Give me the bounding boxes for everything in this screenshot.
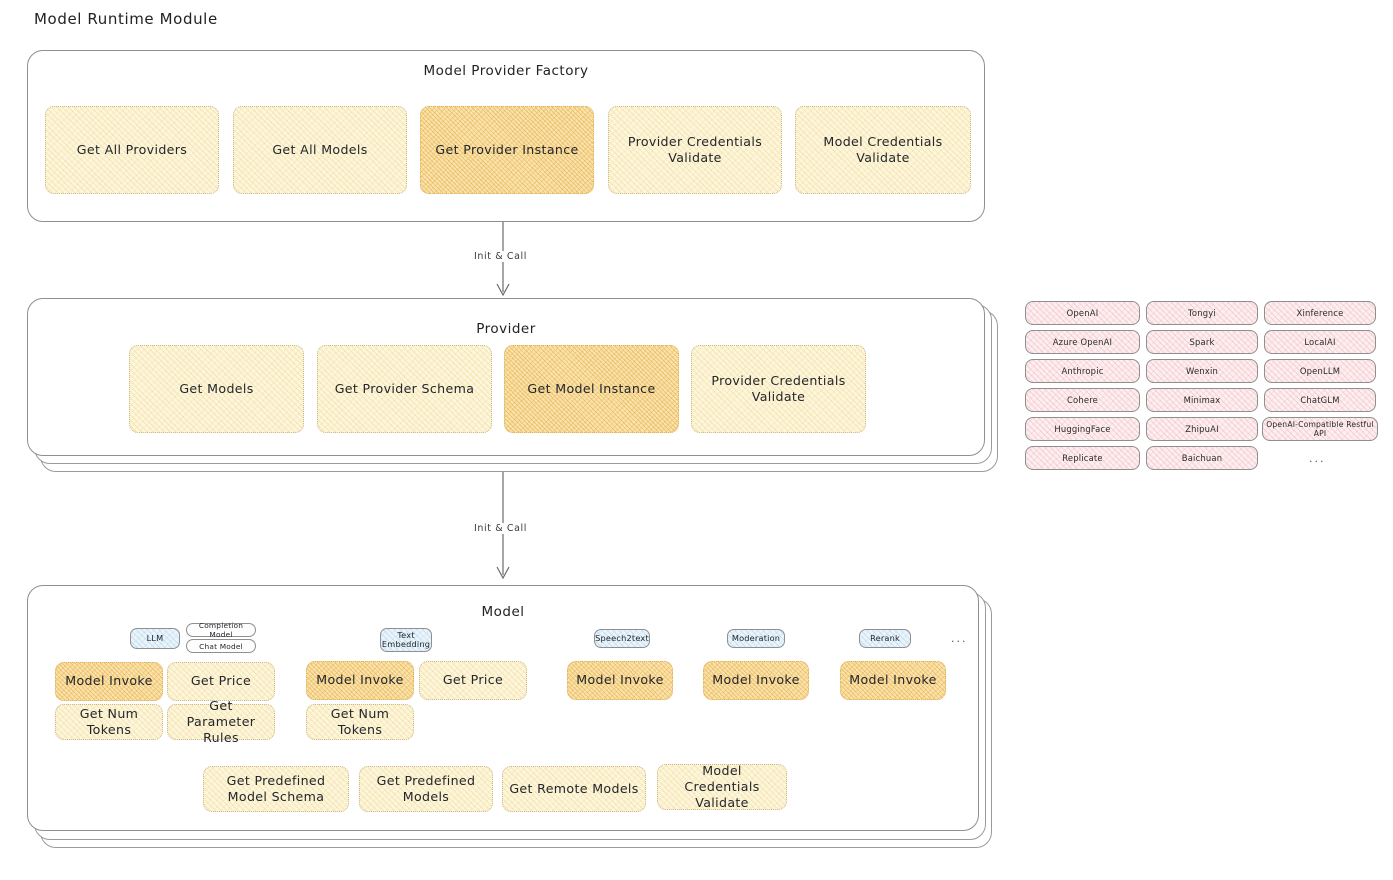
provider-chip-zhipuai[interactable]: ZhipuAI: [1146, 417, 1258, 441]
node-model-invoke-rerank[interactable]: Model Invoke: [840, 661, 946, 700]
provider-chip-openai[interactable]: OpenAI: [1025, 301, 1140, 325]
provider-chip-openai-compatible-restful-api[interactable]: OpenAI-Compatible Restful API: [1262, 417, 1378, 441]
node-model-credentials-validate-factory[interactable]: Model Credentials Validate: [795, 106, 971, 194]
model-type-chip-moderation[interactable]: Moderation: [727, 629, 785, 648]
provider-chip-more: ...: [1309, 452, 1326, 465]
panel-model: Model: [27, 585, 979, 831]
node-provider-credentials-validate-factory[interactable]: Provider Credentials Validate: [608, 106, 782, 194]
provider-chip-xinference[interactable]: Xinference: [1264, 301, 1376, 325]
provider-chip-tongyi[interactable]: Tongyi: [1146, 301, 1258, 325]
panel-title-provider: Provider: [476, 321, 536, 337]
model-type-chip-llm[interactable]: LLM: [130, 628, 180, 649]
provider-chip-replicate[interactable]: Replicate: [1025, 446, 1140, 470]
provider-chip-spark[interactable]: Spark: [1146, 330, 1258, 354]
panel-title-model: Model: [481, 604, 525, 620]
provider-chip-cohere[interactable]: Cohere: [1025, 388, 1140, 412]
node-model-invoke-llm[interactable]: Model Invoke: [55, 662, 163, 701]
provider-chip-huggingface[interactable]: HuggingFace: [1025, 417, 1140, 441]
node-model-credentials-validate-model[interactable]: Model Credentials Validate: [657, 763, 787, 810]
node-model-invoke-moderation[interactable]: Model Invoke: [703, 661, 809, 700]
model-type-chip-text-embedding[interactable]: Text Embedding: [380, 628, 432, 652]
node-get-num-tokens-llm[interactable]: Get Num Tokens: [55, 704, 163, 740]
provider-chip-wenxin[interactable]: Wenxin: [1146, 359, 1258, 383]
node-get-provider-instance[interactable]: Get Provider Instance: [420, 106, 594, 194]
model-type-chip-more: ...: [951, 632, 968, 645]
node-get-provider-schema[interactable]: Get Provider Schema: [317, 345, 492, 433]
provider-chip-openllm[interactable]: OpenLLM: [1264, 359, 1376, 383]
node-get-model-instance[interactable]: Get Model Instance: [504, 345, 679, 433]
node-get-remote-models[interactable]: Get Remote Models: [502, 766, 646, 812]
node-get-models[interactable]: Get Models: [129, 345, 304, 433]
arrow-label-init-call-1: Init & Call: [470, 251, 531, 262]
provider-chip-minimax[interactable]: Minimax: [1146, 388, 1258, 412]
node-model-invoke-speech2text[interactable]: Model Invoke: [567, 661, 673, 700]
model-type-chip-rerank[interactable]: Rerank: [859, 629, 911, 648]
node-get-all-models[interactable]: Get All Models: [233, 106, 407, 194]
node-get-price-text-embedding[interactable]: Get Price: [419, 661, 527, 700]
arrow-label-init-call-2: Init & Call: [470, 523, 531, 534]
provider-chip-baichuan[interactable]: Baichuan: [1146, 446, 1258, 470]
node-get-parameter-rules-llm[interactable]: Get Parameter Rules: [167, 698, 275, 745]
provider-chip-azure-openai[interactable]: Azure OpenAI: [1025, 330, 1140, 354]
panel-title-factory: Model Provider Factory: [423, 63, 589, 79]
provider-chip-localai[interactable]: LocalAI: [1264, 330, 1376, 354]
node-get-all-providers[interactable]: Get All Providers: [45, 106, 219, 194]
model-type-sub-chat-model[interactable]: Chat Model: [186, 639, 256, 653]
node-get-predefined-model-schema[interactable]: Get Predefined Model Schema: [203, 766, 349, 812]
node-model-invoke-text-embedding[interactable]: Model Invoke: [306, 661, 414, 700]
node-get-price-llm[interactable]: Get Price: [167, 662, 275, 701]
node-get-predefined-models[interactable]: Get Predefined Models: [359, 766, 493, 812]
model-type-sub-completion-model[interactable]: Completion Model: [186, 621, 256, 639]
page-title: Model Runtime Module: [34, 10, 218, 28]
model-type-chip-speech2text[interactable]: Speech2text: [594, 629, 650, 648]
provider-chip-chatglm[interactable]: ChatGLM: [1264, 388, 1376, 412]
node-provider-credentials-validate-provider[interactable]: Provider Credentials Validate: [691, 345, 866, 433]
node-get-num-tokens-text-embedding[interactable]: Get Num Tokens: [306, 704, 414, 740]
provider-chip-anthropic[interactable]: Anthropic: [1025, 359, 1140, 383]
